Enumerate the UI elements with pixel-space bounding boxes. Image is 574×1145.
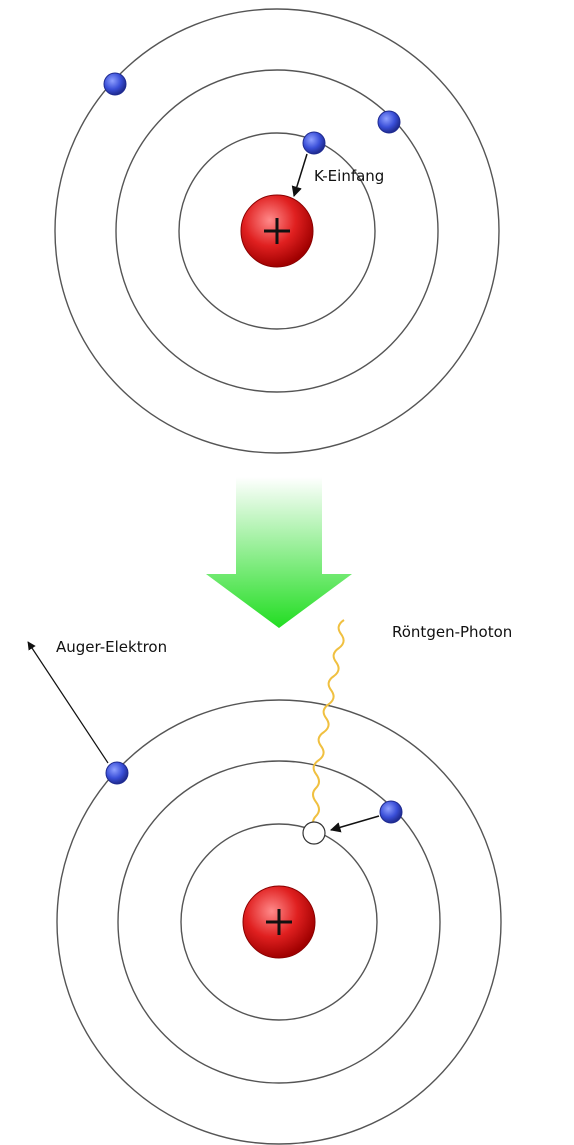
auger-electron bbox=[105, 761, 129, 785]
orbit-n3 bbox=[56, 699, 502, 1145]
transition-arrow bbox=[206, 477, 352, 628]
orbit-n2 bbox=[115, 69, 439, 393]
orbit-k bbox=[180, 823, 378, 1021]
atom-before: K-Einfang bbox=[54, 8, 500, 454]
auger-electron-arrow bbox=[27, 641, 109, 764]
nucleus-icon bbox=[242, 885, 316, 959]
electron-transition bbox=[379, 800, 403, 824]
atom-after: Auger-Elektron Röntgen-Photon bbox=[27, 619, 512, 1145]
electron-transition-arrow bbox=[329, 815, 380, 833]
electron-middle bbox=[377, 110, 401, 134]
k-shell-vacancy bbox=[302, 821, 326, 845]
orbit-n3 bbox=[54, 8, 500, 454]
orbit-k bbox=[178, 132, 376, 330]
electron-outer bbox=[103, 72, 127, 96]
k-capture-arrow bbox=[291, 153, 308, 198]
xray-photon-label: Röntgen-Photon bbox=[392, 623, 512, 641]
auger-electron-label: Auger-Elektron bbox=[56, 638, 167, 656]
xray-photon-wave bbox=[312, 619, 345, 831]
k-capture-label: K-Einfang bbox=[314, 167, 384, 185]
nucleus-icon bbox=[240, 194, 314, 268]
orbit-n2 bbox=[117, 760, 441, 1084]
electron-k-captured bbox=[302, 131, 326, 155]
